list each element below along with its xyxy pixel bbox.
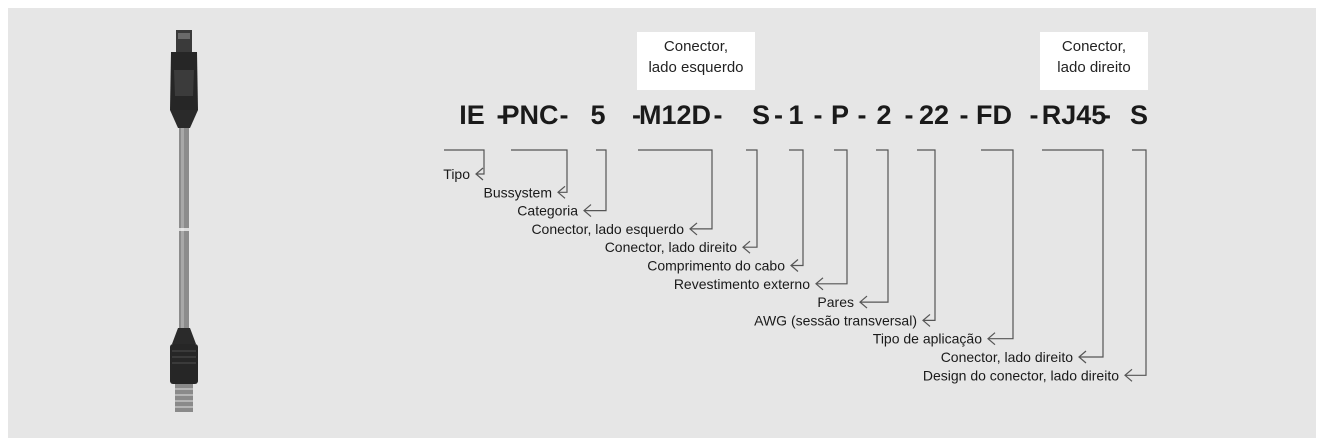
leader-line <box>743 149 758 248</box>
code-separator: - <box>714 100 723 130</box>
leader-line <box>584 149 607 212</box>
code-segment: P <box>831 100 849 130</box>
m12-thread <box>175 384 193 412</box>
code-segment: M12D <box>639 100 711 130</box>
field-label: Categoria <box>517 203 578 219</box>
field-label: Revestimento externo <box>674 276 810 292</box>
code-separator: - <box>960 100 969 130</box>
arrow-left-icon <box>689 222 698 236</box>
code-segment: 22 <box>919 100 949 130</box>
code-segment: 1 <box>788 100 803 130</box>
code-segment: PNC <box>501 100 558 130</box>
arrow-left-icon <box>987 332 996 346</box>
field-label: Conector, lado direito <box>605 239 738 255</box>
code-separator: - <box>497 100 506 130</box>
arrow-left-icon <box>583 204 592 218</box>
field-label: Conector, lado esquerdo <box>531 221 684 237</box>
code-segment: S <box>1130 100 1148 130</box>
header-right-connector: Conector, lado direito <box>1040 32 1148 90</box>
header-left-line1: Conector, <box>663 38 729 55</box>
field-label: AWG (sessão transversal) <box>754 312 917 328</box>
code-segment: S <box>752 100 770 130</box>
cable-image <box>170 30 198 412</box>
field-label: Comprimento do cabo <box>647 258 785 274</box>
code-separator: - <box>814 100 823 130</box>
arrow-left-icon <box>475 167 484 181</box>
code-segment: 2 <box>876 100 891 130</box>
arrow-left-icon <box>922 313 931 327</box>
leader-line <box>860 149 889 303</box>
leader-line <box>1042 149 1104 358</box>
leader-line <box>917 149 936 321</box>
leader-line <box>511 149 568 193</box>
leader-line <box>789 149 804 267</box>
code-separator: - <box>858 100 867 130</box>
header-left-connector: Conector, lado esquerdo <box>637 32 755 90</box>
leader-line <box>816 149 848 285</box>
code-separator: - <box>1030 100 1039 130</box>
arrow-left-icon <box>815 277 824 291</box>
arrow-left-icon <box>742 240 751 254</box>
arrow-left-icon <box>859 295 868 309</box>
field-label: Bussystem <box>484 184 552 200</box>
code-segment: RJ45 <box>1042 100 1107 130</box>
code-separator: - <box>774 100 783 130</box>
header-right-line1: Conector, <box>1061 38 1127 55</box>
leader-line <box>1125 149 1147 376</box>
m12-boot <box>172 328 196 344</box>
arrow-left-icon <box>1124 368 1133 382</box>
field-label: Conector, lado direito <box>941 349 1074 365</box>
arrow-left-icon <box>790 259 799 272</box>
code-separator: - <box>1102 100 1111 130</box>
field-label: Design do conector, lado direito <box>923 367 1119 383</box>
code-segment: IE <box>459 100 485 130</box>
field-label: Pares <box>817 294 854 310</box>
code-segment: 5 <box>590 100 605 130</box>
header-left-line2: lado esquerdo <box>648 59 744 76</box>
leader-line <box>638 149 713 230</box>
code-separator: - <box>905 100 914 130</box>
leader-line <box>981 149 1014 340</box>
code-separator: - <box>560 100 569 130</box>
code-separator: - <box>632 100 641 130</box>
header-right-line2: lado direito <box>1057 59 1131 76</box>
field-label: Tipo <box>443 166 470 182</box>
field-label: Tipo de aplicação <box>873 331 982 347</box>
leader-line <box>444 149 485 175</box>
arrow-left-icon <box>1078 350 1087 364</box>
arrow-left-icon <box>557 185 566 199</box>
code-segment: FD <box>976 100 1012 130</box>
